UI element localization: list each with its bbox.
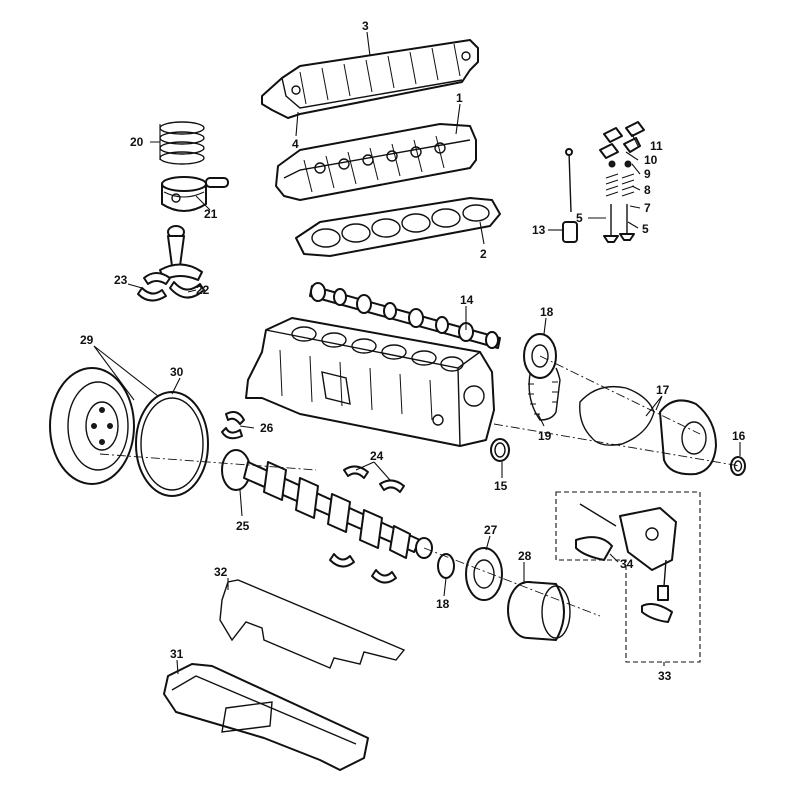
oil-pump-group-box (555, 491, 701, 663)
callout-29: 29 (80, 333, 94, 347)
leader-lines (93, 31, 741, 675)
callout-10: 10 (644, 153, 658, 167)
callout-22: 22 (196, 283, 210, 297)
timing-chain[interactable] (528, 367, 561, 421)
piston-rings[interactable] (159, 121, 205, 165)
flywheel[interactable] (49, 367, 135, 485)
callout-9: 9 (644, 167, 651, 181)
front-oil-seal[interactable] (730, 456, 746, 476)
rod-cap[interactable] (169, 281, 205, 299)
callout-1: 1 (456, 91, 463, 105)
vibration-damper[interactable] (465, 547, 503, 601)
pushrod[interactable] (565, 148, 573, 213)
oil-pump[interactable] (575, 503, 677, 571)
callout-16: 16 (732, 429, 746, 443)
callout-8: 8 (644, 183, 651, 197)
callout-18b: 18 (436, 597, 450, 611)
callout-25: 25 (236, 519, 250, 533)
callout-11: 11 (650, 139, 663, 153)
engine-block[interactable] (245, 317, 495, 447)
callout-labels: 3 1 2 4 5 5 7 8 9 10 11 13 14 15 16 17 1… (80, 19, 746, 683)
piston[interactable] (161, 176, 207, 212)
oil-pan[interactable] (163, 663, 369, 771)
callout-3: 3 (362, 19, 369, 33)
rear-main-seal[interactable] (221, 411, 245, 440)
rod-bearing-lower[interactable] (137, 287, 167, 302)
camshaft[interactable] (309, 282, 501, 349)
valve-cover[interactable] (261, 39, 479, 119)
timing-cover-gasket[interactable] (579, 385, 655, 446)
connecting-rod[interactable] (159, 225, 203, 281)
oil-pan-gasket[interactable] (219, 579, 406, 669)
callout-26: 26 (260, 421, 274, 435)
piston-pin[interactable] (205, 177, 229, 188)
ring-gear[interactable] (135, 391, 209, 497)
callout-2: 2 (480, 247, 487, 261)
pulley[interactable] (507, 581, 571, 641)
callout-19: 19 (538, 429, 552, 443)
callout-30: 30 (170, 365, 184, 379)
callout-5a: 5 (576, 211, 583, 225)
callout-31: 31 (170, 647, 184, 661)
callout-18a: 18 (540, 305, 554, 319)
valve-springs[interactable] (605, 160, 635, 197)
callout-4: 4 (292, 137, 299, 151)
callout-33: 33 (658, 669, 672, 683)
callout-5b: 5 (642, 222, 649, 236)
rod-bearing-upper[interactable] (143, 272, 171, 285)
callout-17: 17 (656, 383, 670, 397)
callout-24: 24 (370, 449, 384, 463)
callout-34: 34 (620, 557, 634, 571)
callout-21: 21 (204, 207, 218, 221)
rocker-arms[interactable] (599, 121, 645, 159)
centerlines (99, 355, 741, 617)
callout-15: 15 (494, 479, 508, 493)
callout-27: 27 (484, 523, 498, 537)
main-bearings[interactable] (329, 465, 405, 584)
callout-13: 13 (532, 223, 546, 237)
callout-32: 32 (214, 565, 228, 579)
timing-cover[interactable] (659, 399, 717, 476)
crank-sprocket[interactable] (437, 553, 455, 579)
callout-23: 23 (114, 273, 128, 287)
cam-bearing[interactable] (490, 438, 510, 462)
cylinder-head[interactable] (275, 123, 477, 201)
callout-7: 7 (644, 201, 651, 215)
callout-20: 20 (130, 135, 144, 149)
callout-28: 28 (518, 549, 532, 563)
crankshaft[interactable] (221, 449, 433, 559)
hydraulic-lifter[interactable] (562, 221, 578, 243)
callout-14: 14 (460, 293, 474, 307)
oil-pump-pickup[interactable] (641, 559, 673, 623)
valves[interactable] (603, 204, 635, 243)
head-gasket[interactable] (295, 197, 501, 257)
